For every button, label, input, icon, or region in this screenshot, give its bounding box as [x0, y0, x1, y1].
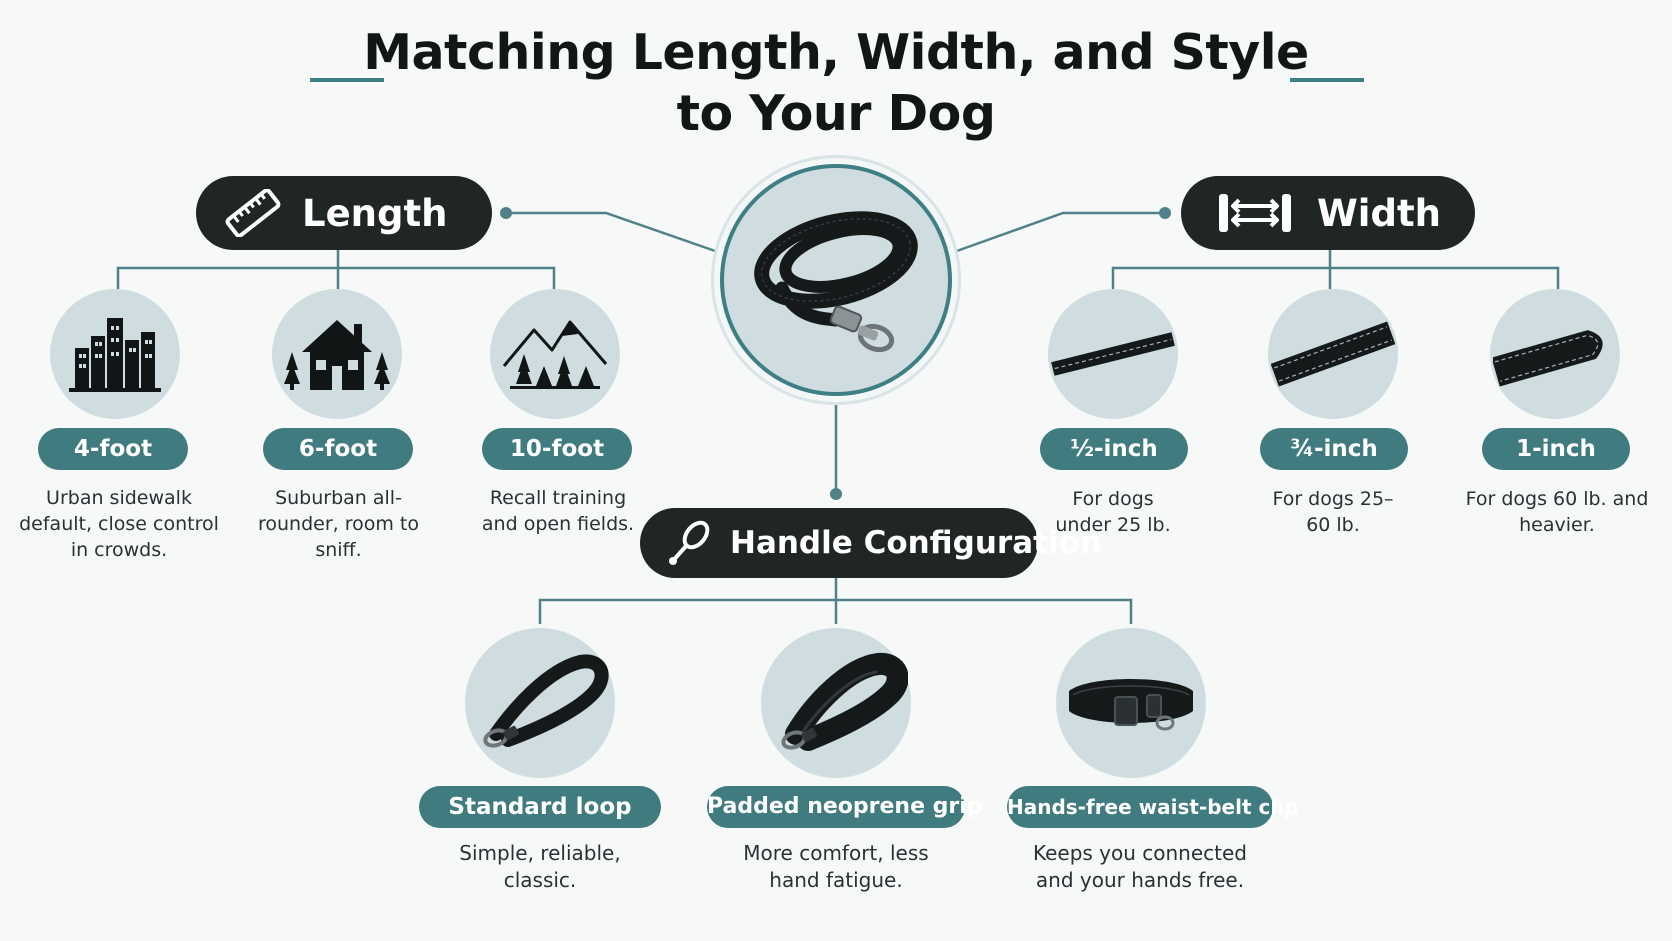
page-title: Matching Length, Width, and Style to You… [336, 22, 1336, 144]
width-arrows-icon [1217, 190, 1293, 236]
padded-grip-icon [781, 652, 908, 751]
handle-section-pill: Handle Configuration [640, 508, 1102, 578]
width-section-pill: Width [1181, 176, 1475, 250]
wide-strap-icon [1493, 330, 1603, 387]
width-option-chip: ½-inch [1040, 428, 1188, 470]
handle-option-chip: Padded neoprene grip [707, 786, 983, 828]
handle-option-circle [1056, 628, 1206, 778]
length-option-chip: 6-foot [263, 428, 413, 470]
handle-option-description: Simple, reliable, classic. [459, 841, 621, 892]
width-option-circle [1268, 289, 1398, 419]
length-option-description: Suburban all-rounder, room to sniff. [257, 487, 419, 561]
title-rule-right [1290, 78, 1364, 82]
house-trees-icon [284, 320, 390, 390]
width-section-label: Width [1317, 191, 1442, 235]
handle-section-label: Handle Configuration [730, 525, 1102, 561]
waist-belt-icon [1069, 679, 1193, 731]
hero-leash-circle [720, 164, 952, 396]
standard-loop-icon [483, 654, 609, 748]
title-line-1: Matching Length, Width, and Style [363, 24, 1309, 81]
handle-option-description: More comfort, less hand fatigue. [743, 841, 929, 892]
leash-handle-icon [664, 518, 714, 568]
handle-option-chip: Standard loop [419, 786, 661, 828]
width-option-description: For dogs 60 lb. and heavier. [1465, 488, 1649, 536]
length-option-description: Urban sidewalk default, close control in… [19, 487, 219, 561]
width-option-circle [1048, 289, 1178, 419]
length-option-chip: 10-foot [482, 428, 632, 470]
length-option-circle [272, 289, 402, 419]
city-skyline-icon [69, 318, 161, 392]
length-option-chip: 4-foot [38, 428, 188, 470]
length-option-circle [490, 289, 620, 419]
title-line-2: to Your Dog [676, 85, 996, 142]
length-option-circle [50, 289, 180, 419]
medium-strap-icon [1271, 321, 1395, 387]
ruler-icon [224, 188, 282, 238]
handle-option-chip: Hands-free waist-belt clip [1007, 786, 1298, 828]
thin-strap-icon [1051, 332, 1175, 376]
length-section-label: Length [302, 191, 448, 235]
handle-option-circle [465, 628, 615, 778]
width-option-chip: 1-inch [1482, 428, 1630, 470]
mountains-trees-icon [502, 320, 608, 389]
width-option-chip: ¾-inch [1260, 428, 1408, 470]
width-option-description: For dogs 25–60 lb. [1272, 488, 1394, 536]
width-option-description: For dogs under 25 lb. [1055, 488, 1171, 536]
length-section-pill: Length [196, 176, 492, 250]
length-option-description: Recall training and open fields. [481, 487, 635, 535]
title-rule-left [310, 78, 384, 82]
width-option-circle [1490, 289, 1620, 419]
handle-option-description: Keeps you connected and your hands free. [1032, 841, 1248, 892]
coiled-leash-icon [754, 211, 918, 353]
handle-option-circle [761, 628, 911, 778]
